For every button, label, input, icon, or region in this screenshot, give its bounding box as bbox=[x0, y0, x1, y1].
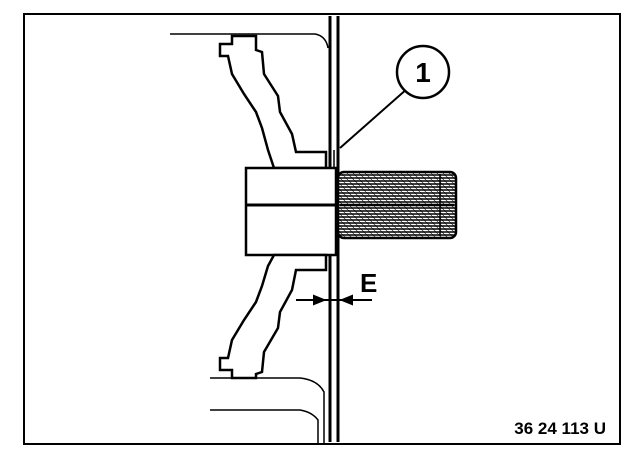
callout-1-circle bbox=[395, 44, 451, 100]
dimension-e-label: E bbox=[360, 268, 377, 298]
housing-outline bbox=[170, 33, 329, 444]
flange-section bbox=[218, 34, 338, 380]
callout-1-label: 1 bbox=[415, 57, 431, 88]
figure-code: 36 24 113 U bbox=[514, 419, 606, 438]
dimension-e bbox=[296, 294, 372, 306]
splined-shaft bbox=[336, 170, 458, 240]
callout-1: 1 bbox=[339, 44, 451, 149]
callout-1-leader bbox=[339, 87, 409, 149]
